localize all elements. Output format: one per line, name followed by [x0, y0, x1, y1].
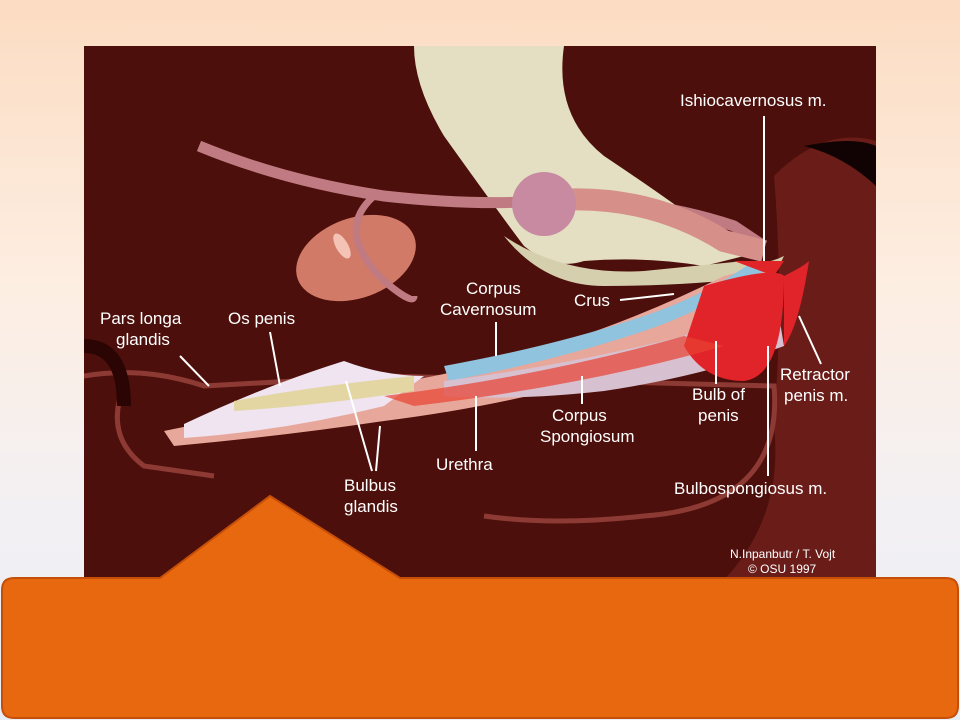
credit-authors: N.Inpanbutr / T. Vojt	[730, 547, 836, 561]
label-retractor-2: penis m.	[784, 386, 848, 405]
arrow-bulbus-a	[345, 380, 373, 472]
arrow-retractor	[798, 315, 822, 365]
label-crus: Crus	[574, 291, 610, 310]
arrow-pars-longa	[179, 355, 210, 387]
tissue-region-right	[724, 137, 876, 580]
os-penis-bone	[234, 376, 414, 411]
arrow-bulbus-b	[375, 425, 381, 472]
bulbospongiosus-muscle	[684, 272, 784, 381]
anatomy-figure: Ishiocavernosus m. Corpus Cavernosum Cru…	[84, 46, 876, 580]
label-bulbus-1: Bulbus	[344, 476, 396, 495]
prostate-gland	[512, 172, 576, 236]
label-pars-longa-1: Pars longa	[100, 309, 182, 328]
label-corpus-spongiosum-1: Corpus	[552, 406, 607, 425]
arrow-crus	[619, 293, 675, 301]
ductus-loop	[352, 193, 418, 303]
corpus-spongiosum-tissue	[444, 286, 784, 398]
corpus-cavernosum-tissue	[444, 261, 764, 381]
label-bulb-1: Bulb of	[692, 385, 745, 404]
credit-copyright: © OSU 1997	[748, 562, 817, 576]
label-retractor-1: Retractor	[780, 365, 850, 384]
ischiocavernosus-muscle	[734, 261, 784, 276]
dark-cavity	[804, 141, 876, 186]
label-bulbus-2: glandis	[344, 497, 398, 516]
label-urethra: Urethra	[436, 455, 493, 474]
label-bulbospongiosus: Bulbospongiosus m.	[674, 479, 827, 498]
label-ischiocavernosus: Ishiocavernosus m.	[680, 91, 826, 110]
label-corpus-cavernosum-2: Cavernosum	[440, 300, 536, 319]
label-corpus-spongiosum-2: Spongiosum	[540, 427, 635, 446]
label-pars-longa-2: glandis	[116, 330, 170, 349]
label-os-penis: Os penis	[228, 309, 295, 328]
testis-highlight	[333, 233, 351, 259]
urethra-line	[384, 336, 724, 406]
fold-shadow	[84, 339, 131, 407]
label-bulb-2: penis	[698, 406, 739, 425]
label-corpus-cavernosum-1: Corpus	[466, 279, 521, 298]
retractor-muscle	[784, 261, 809, 346]
pelvis-bone-lower	[504, 236, 784, 286]
arrow-os-penis	[269, 331, 281, 387]
anatomy-illustration: Ishiocavernosus m. Corpus Cavernosum Cru…	[84, 46, 876, 580]
